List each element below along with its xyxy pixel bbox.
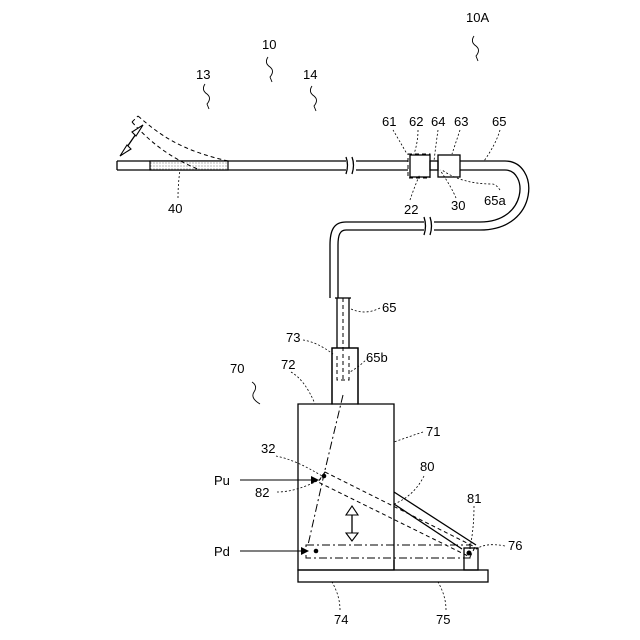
label-63: 63 xyxy=(454,114,468,129)
label-62: 62 xyxy=(409,114,423,129)
label-22: 22 xyxy=(404,202,418,217)
reference-labels: 10 10A 13 14 40 61 62 64 63 65 65a 22 30… xyxy=(168,10,522,627)
label-65a: 65a xyxy=(484,193,506,208)
rod-14 xyxy=(356,161,408,170)
cable-65-vertical xyxy=(335,298,351,380)
device-70 xyxy=(240,348,488,582)
double-headed-arrow-icon xyxy=(120,125,143,156)
cable-break xyxy=(424,217,434,235)
label-80: 80 xyxy=(420,459,434,474)
label-76: 76 xyxy=(508,538,522,553)
label-13: 13 xyxy=(196,67,210,82)
label-73: 73 xyxy=(286,330,300,345)
upper-assembly xyxy=(117,116,529,380)
label-10A: 10A xyxy=(466,10,489,25)
label-30: 30 xyxy=(451,198,465,213)
label-Pd: Pd xyxy=(214,544,230,559)
double-headed-arrow-icon xyxy=(346,506,358,541)
connector-61-64 xyxy=(408,154,505,178)
label-65-mid: 65 xyxy=(382,300,396,315)
label-75: 75 xyxy=(436,612,450,627)
label-65b: 65b xyxy=(366,350,388,365)
label-64: 64 xyxy=(431,114,445,129)
rod-break xyxy=(346,157,356,174)
label-32: 32 xyxy=(261,441,275,456)
label-65-top: 65 xyxy=(492,114,506,129)
label-81: 81 xyxy=(467,491,481,506)
label-82: 82 xyxy=(255,485,269,500)
label-74: 74 xyxy=(334,612,348,627)
label-70: 70 xyxy=(230,361,244,376)
label-61: 61 xyxy=(382,114,396,129)
label-40: 40 xyxy=(168,201,182,216)
label-71: 71 xyxy=(426,424,440,439)
label-14: 14 xyxy=(303,67,317,82)
label-72: 72 xyxy=(281,357,295,372)
label-10: 10 xyxy=(262,37,276,52)
label-Pu: Pu xyxy=(214,473,230,488)
